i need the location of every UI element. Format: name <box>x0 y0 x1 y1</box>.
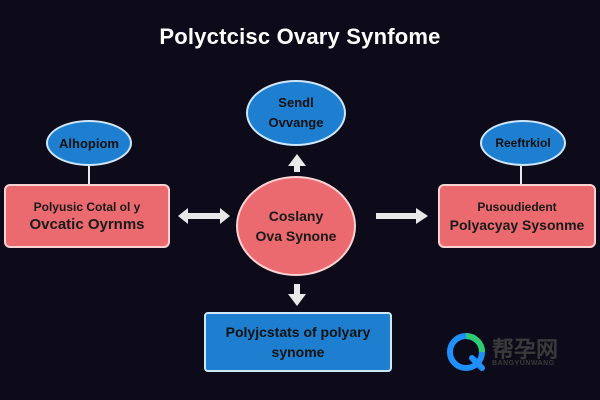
node-right-box: Pusoudiedent Polyacyay Sysonme <box>438 184 596 248</box>
node-right-top: Reeftrkiol <box>480 120 566 166</box>
watermark-text: 帮孕网 <box>492 337 559 362</box>
node-center-line2: Ova Synone <box>255 228 337 244</box>
node-top: Sendl Ovvange <box>246 80 346 146</box>
node-right-box-line2: Polyacyay Sysonme <box>449 217 585 233</box>
node-right-top-label: Reeftrkiol <box>495 136 551 150</box>
node-left-top-label: Alhopiom <box>59 135 119 151</box>
node-left-box-line2: Ovcatic Oyrnms <box>29 216 145 233</box>
arrow-up-icon <box>288 154 306 172</box>
diagram-title: Polyctcisc Ovary Synfome <box>159 24 441 49</box>
node-bottom-box-line1: Polyjcstats of polyary <box>225 324 371 340</box>
double-arrow-left-icon <box>178 208 230 224</box>
node-center: Coslany Ova Synone <box>236 176 356 276</box>
node-left-box-line1: Polyusic Cotal ol y <box>33 200 141 214</box>
watermark: 帮孕网 BANGYUNWANG <box>446 330 596 376</box>
watermark-subtext: BANGYUNWANG <box>492 360 555 367</box>
connector-line-right <box>520 166 522 186</box>
node-bottom-box-line2: synome <box>271 344 325 360</box>
node-left-top: Alhopiom <box>46 120 132 166</box>
node-left-box: Polyusic Cotal ol y Ovcatic Oyrnms <box>4 184 170 248</box>
arrow-down-icon <box>288 284 306 306</box>
node-top-line1: Sendl <box>278 95 314 110</box>
arrow-right-icon <box>376 208 428 224</box>
node-center-line1: Coslany <box>268 208 324 224</box>
watermark-logo-icon <box>447 333 485 371</box>
node-bottom-box: Polyjcstats of polyary synome <box>204 312 392 372</box>
connector-line-left <box>88 164 90 186</box>
node-top-line2: Ovvange <box>268 115 324 130</box>
node-right-box-line1: Pusoudiedent <box>477 200 557 214</box>
